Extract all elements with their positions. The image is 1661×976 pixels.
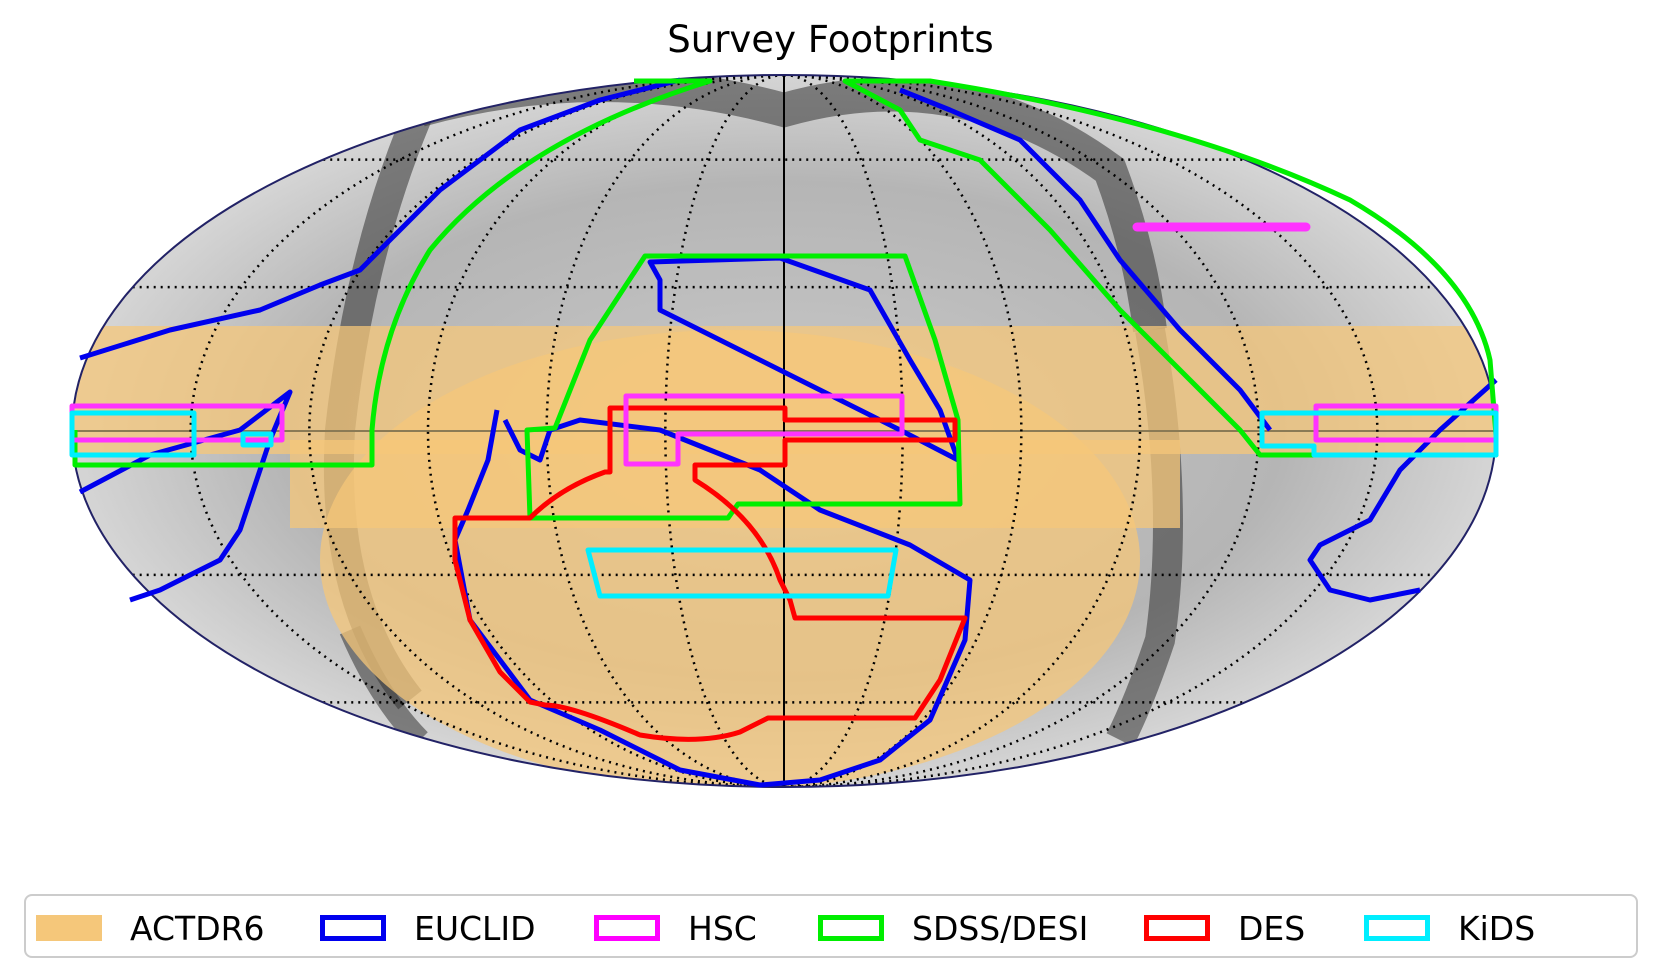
legend-label: KiDS bbox=[1458, 908, 1536, 948]
legend-label: HSC bbox=[688, 908, 757, 948]
sky-map bbox=[69, 74, 1499, 788]
legend-label: EUCLID bbox=[414, 908, 536, 948]
legend-item-kids: KiDS bbox=[1364, 896, 1535, 960]
kids-footprint bbox=[69, 410, 1499, 599]
legend-label: SDSS/DESI bbox=[912, 908, 1089, 948]
meridian-line bbox=[783, 75, 1379, 787]
legend-swatch-euclid bbox=[320, 915, 386, 941]
legend-item-hsc: HSC bbox=[594, 896, 757, 960]
legend-swatch-kids bbox=[1364, 915, 1430, 941]
legend-swatch-actdr6 bbox=[36, 915, 102, 941]
meridian-line bbox=[783, 75, 1142, 787]
legend-swatch-sdss-desi bbox=[818, 915, 884, 941]
chart-title: Survey Footprints bbox=[667, 18, 994, 61]
meridian-line bbox=[189, 75, 785, 787]
legend-item-des: DES bbox=[1144, 896, 1305, 960]
legend-swatch-hsc bbox=[594, 915, 660, 941]
legend-label: ACTDR6 bbox=[130, 908, 265, 948]
legend: ACTDR6 EUCLID HSC SDSS/DESI DES KiDS bbox=[24, 894, 1638, 958]
legend-swatch-des bbox=[1144, 915, 1210, 941]
meridian-line bbox=[783, 75, 1260, 787]
legend-item-sdss-desi: SDSS/DESI bbox=[818, 896, 1088, 960]
legend-label: DES bbox=[1238, 908, 1306, 948]
meridian-line bbox=[783, 75, 1023, 787]
legend-item-actdr6: ACTDR6 bbox=[36, 896, 265, 960]
legend-item-euclid: EUCLID bbox=[320, 896, 536, 960]
des-footprint bbox=[452, 405, 968, 742]
